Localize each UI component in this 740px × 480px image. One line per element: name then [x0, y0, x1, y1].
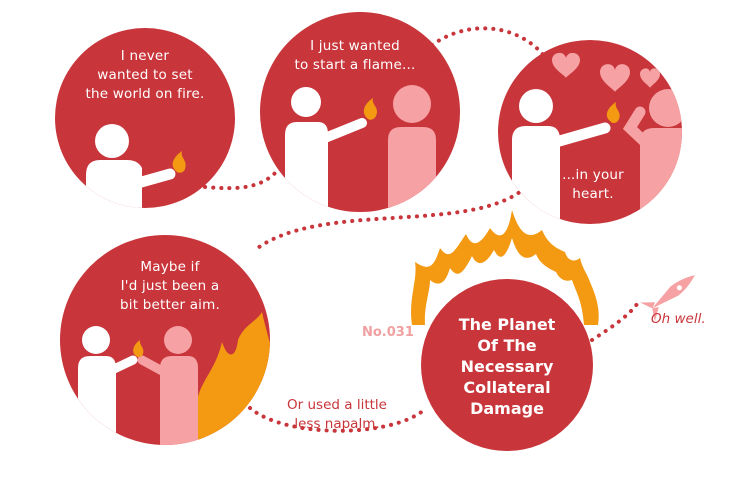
episode-number: No.031 [362, 325, 414, 340]
panel-2-caption: I just wanted to start a flame... [294, 38, 416, 73]
panel-1-caption: I never wanted to set the world on fire. [85, 48, 205, 102]
badge-circle [421, 279, 593, 451]
connector-1-2 [203, 168, 280, 191]
connector-3-4 [253, 186, 527, 252]
connector-4-5 [248, 406, 426, 433]
figure-head [291, 87, 321, 117]
panel-6-caption: Oh well. [651, 311, 706, 327]
connector-5-6 [590, 298, 642, 342]
heart-icon [640, 68, 660, 88]
flame-icon [133, 340, 144, 358]
pink-figure-body [160, 356, 198, 445]
pink-figure-body [388, 127, 436, 212]
pink-figure-head [649, 89, 682, 127]
figure-arm [320, 118, 367, 143]
rocket-icon [640, 275, 695, 322]
badge-title: The Planet Of The Necessary Collateral D… [458, 315, 556, 418]
heart-icon [600, 64, 630, 92]
figure-head [95, 124, 129, 158]
figure-head [82, 326, 110, 354]
hearts [552, 52, 660, 92]
panel-3-caption: ...in your heart. [562, 167, 624, 202]
flame-icon [172, 151, 186, 173]
heart-icon [552, 52, 580, 78]
panel-4 [60, 235, 270, 445]
figure-arm [107, 355, 138, 375]
pink-figure-head [393, 85, 431, 123]
figure-arm [550, 122, 611, 148]
connector-2-3 [430, 26, 547, 59]
pink-figure-arm [622, 106, 654, 151]
dotted-connectors [203, 26, 642, 433]
panel-1 [55, 28, 235, 208]
flame-icon [363, 98, 378, 120]
figure-body [86, 160, 142, 208]
pink-figure-head [164, 326, 192, 354]
panel-4-caption: Maybe if I'd just been a bit better aim. [120, 259, 220, 313]
panel-5-caption: Or used a little less napalm. [287, 397, 387, 432]
figure-head [519, 89, 553, 123]
pink-figure-arm [137, 355, 169, 377]
figure-arm [132, 168, 176, 189]
flame-icon [606, 102, 620, 124]
planet-badge [411, 210, 599, 451]
